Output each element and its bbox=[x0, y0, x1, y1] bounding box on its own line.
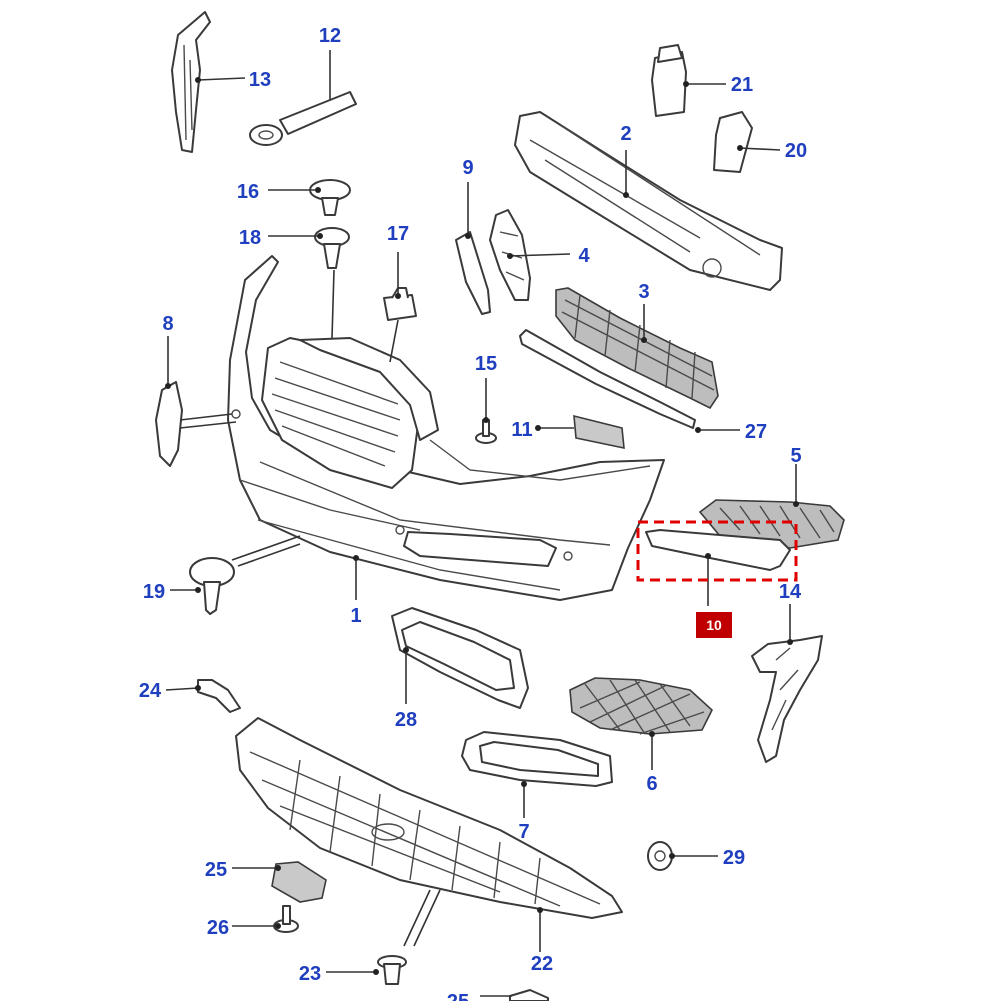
part-18-clip bbox=[314, 227, 350, 269]
part-8-cover bbox=[155, 381, 183, 467]
callout-5: 5 bbox=[790, 445, 801, 467]
callout-22: 22 bbox=[531, 953, 553, 975]
part-29-clip bbox=[647, 841, 673, 871]
callout-6: 6 bbox=[646, 773, 657, 795]
callout-20: 20 bbox=[785, 140, 807, 162]
callout-25-lower: 25 bbox=[447, 991, 469, 1001]
callout-19: 19 bbox=[143, 581, 165, 603]
highlight-tag bbox=[696, 612, 732, 638]
part-14-bracket bbox=[751, 635, 823, 763]
callout-7: 7 bbox=[518, 821, 529, 843]
part-3-lower-grille-mesh bbox=[555, 287, 719, 410]
part-10-side-trim bbox=[645, 529, 791, 571]
part-26-bolt bbox=[273, 905, 299, 933]
callout-3: 3 bbox=[638, 281, 649, 303]
callout-4: 4 bbox=[578, 245, 590, 267]
part-19-clip bbox=[189, 557, 235, 615]
part-20-absorber bbox=[713, 111, 753, 173]
callout-16: 16 bbox=[237, 181, 259, 203]
part-28-fog-surround bbox=[391, 607, 529, 709]
part-11-cap bbox=[573, 414, 625, 450]
leader-lines bbox=[165, 50, 797, 997]
callout-17: 17 bbox=[387, 223, 409, 245]
part-15-bolt bbox=[475, 419, 497, 444]
part-2-bumper-beam bbox=[514, 111, 783, 291]
part-24-clip bbox=[197, 679, 241, 713]
callout-15: 15 bbox=[475, 353, 497, 375]
callout-23: 23 bbox=[299, 963, 321, 985]
callout-9: 9 bbox=[462, 157, 473, 179]
part-13-side-bracket bbox=[171, 11, 211, 153]
callout-labels: 12 13 16 18 17 9 4 2 21 20 3 8 15 11 27 … bbox=[139, 25, 807, 1001]
part-9-side-trim bbox=[455, 231, 491, 315]
part-21-block bbox=[651, 44, 687, 117]
part-17-clip-nut bbox=[383, 287, 417, 321]
callout-24: 24 bbox=[139, 680, 162, 702]
part-27-trim-strip bbox=[519, 329, 696, 429]
part-16-bolt bbox=[309, 179, 351, 216]
part-25-bracket bbox=[271, 861, 327, 903]
callout-12: 12 bbox=[319, 25, 341, 47]
part-1-bumper-cover bbox=[227, 255, 665, 601]
callout-11: 11 bbox=[511, 419, 532, 441]
callout-10: 10 bbox=[706, 617, 722, 633]
callout-26: 26 bbox=[207, 917, 229, 939]
callout-28: 28 bbox=[395, 709, 417, 731]
callout-14: 14 bbox=[779, 581, 802, 603]
callout-29: 29 bbox=[723, 847, 745, 869]
part-7-fog-bezel bbox=[461, 731, 613, 787]
callout-2: 2 bbox=[620, 123, 631, 145]
callout-13: 13 bbox=[249, 69, 271, 91]
callout-27: 27 bbox=[745, 421, 767, 443]
callout-8: 8 bbox=[162, 313, 173, 335]
part-12-tow-eye bbox=[249, 91, 357, 146]
part-23-clip bbox=[377, 955, 407, 985]
leader-dots bbox=[165, 77, 799, 975]
part-25-bracket-lower bbox=[509, 989, 549, 1001]
callout-21: 21 bbox=[731, 74, 753, 96]
part-22-undertray bbox=[235, 717, 623, 919]
callout-18: 18 bbox=[239, 227, 261, 249]
callout-1: 1 bbox=[350, 605, 361, 627]
callout-25: 25 bbox=[205, 859, 227, 881]
highlight-box bbox=[636, 520, 798, 582]
part-6-fog-grille bbox=[569, 677, 713, 735]
